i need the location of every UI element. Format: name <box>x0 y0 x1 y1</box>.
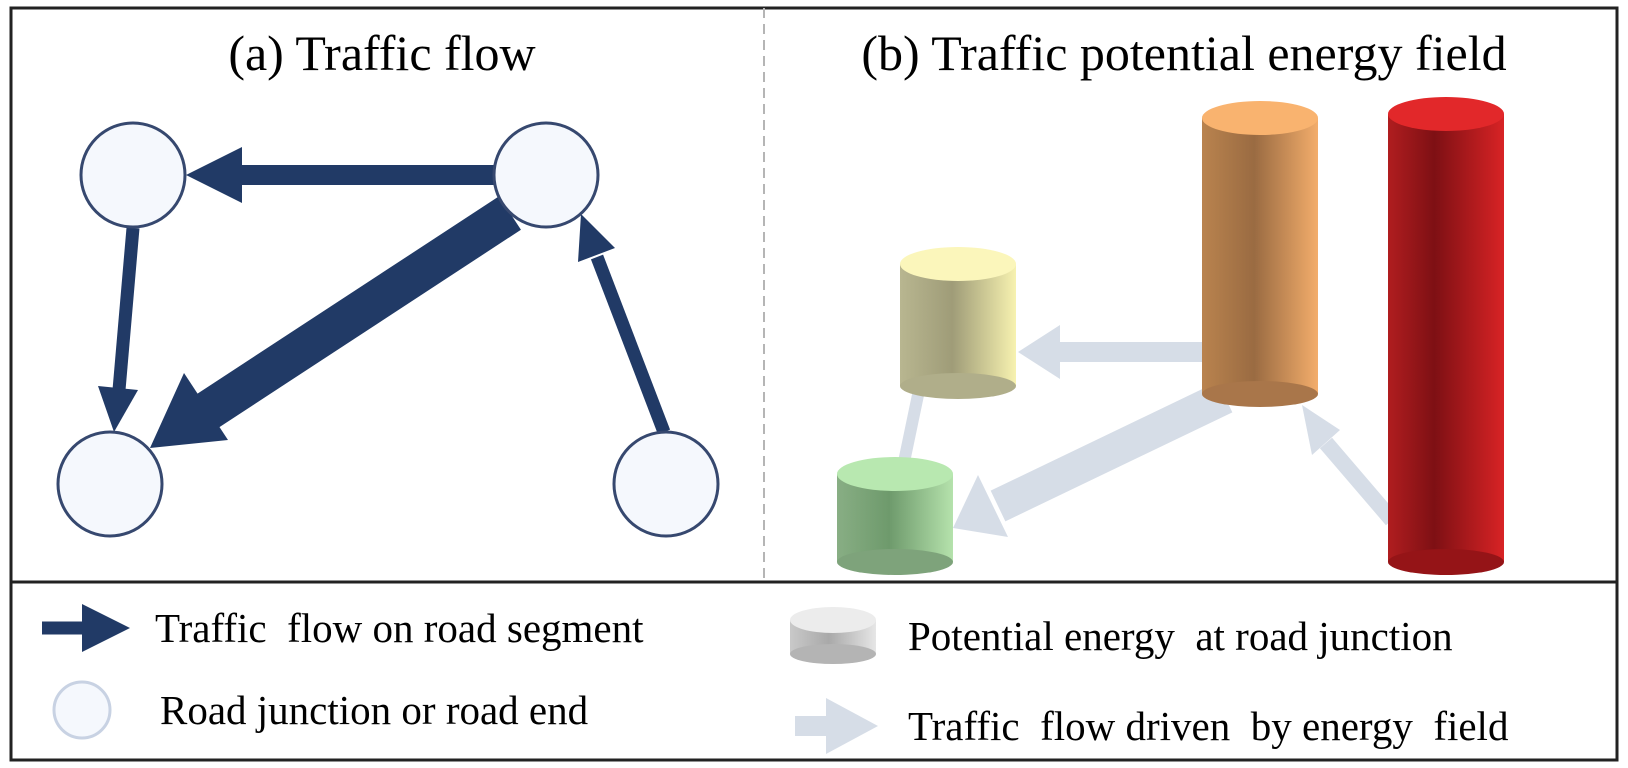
legend-junction-label: Road junction or road end <box>160 687 588 733</box>
junction-node-bottom-right <box>612 430 720 538</box>
field-arrows <box>898 325 1399 537</box>
dark-navy-arrow-icon <box>42 604 130 652</box>
legend-energy-label: Potential energy at road junction <box>908 613 1453 659</box>
flow-arrows <box>98 147 671 448</box>
flow-arrow-top <box>186 147 496 203</box>
energy-cylinder-red <box>1388 97 1504 575</box>
field-arrow-right <box>1302 405 1399 526</box>
panel-b: (b) Traffic potential energy field <box>837 25 1507 575</box>
field-arrow-link <box>898 393 924 464</box>
energy-cylinder-orange <box>1202 101 1318 407</box>
junction-nodes <box>56 121 720 538</box>
field-arrow-top <box>1018 325 1205 379</box>
legend-driven-label: Traffic flow driven by energy field <box>908 703 1508 749</box>
flow-arrow-left <box>98 227 140 432</box>
panel-b-title: (b) Traffic potential energy field <box>861 25 1506 81</box>
flow-arrow-right <box>578 214 671 435</box>
energy-cylinder-green <box>837 457 953 575</box>
junction-node-top-left <box>79 121 187 229</box>
light-gray-arrow-icon <box>795 698 878 754</box>
junction-node-bottom-left <box>56 430 164 538</box>
legend-flow-label: Traffic flow on road segment <box>155 605 644 651</box>
figure-frame <box>9 6 1619 762</box>
legend: Traffic flow on road segment Road juncti… <box>42 604 1508 754</box>
panel-a-title: (a) Traffic flow <box>228 25 535 81</box>
gray-cylinder-icon <box>790 607 876 664</box>
junction-node-top-right <box>492 121 600 229</box>
field-arrow-diagonal <box>953 381 1233 537</box>
panel-a: (a) Traffic flow <box>56 25 720 538</box>
flow-arrow-diagonal <box>150 196 521 448</box>
energy-cylinder-yellow <box>900 247 1016 399</box>
circle-node-icon <box>52 680 112 740</box>
